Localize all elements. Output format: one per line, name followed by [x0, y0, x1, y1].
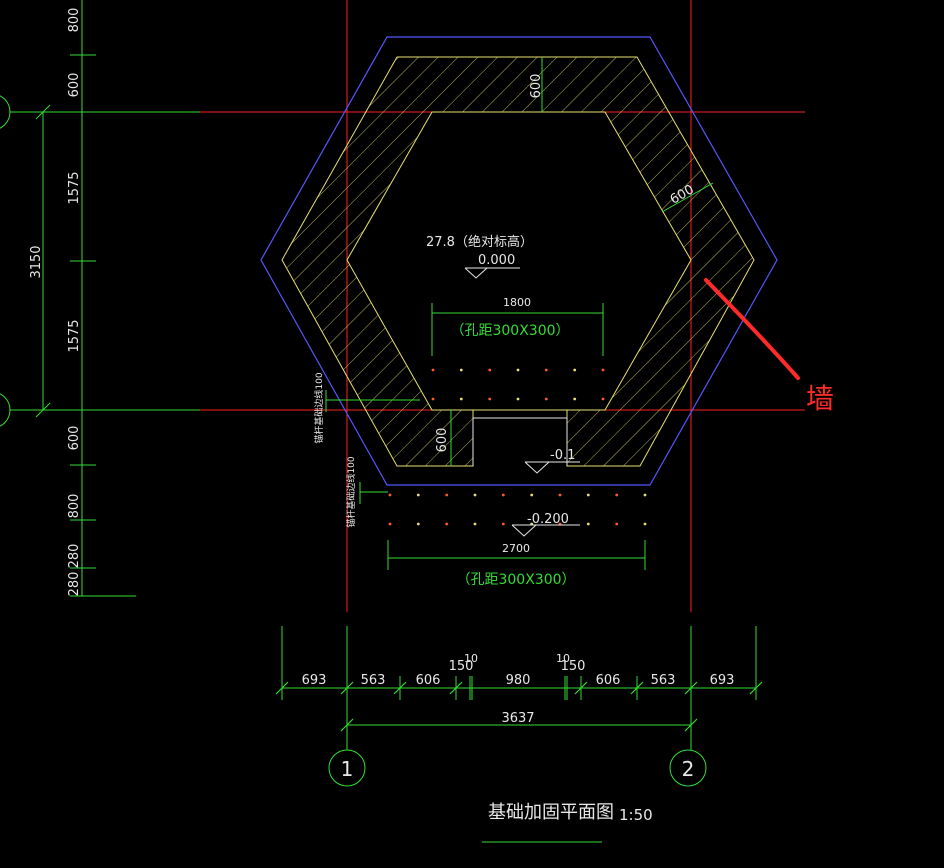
- hole-dim-lower: [387, 540, 646, 570]
- anchor-hole-dot: [643, 522, 647, 526]
- anchor-hole-dot: [501, 522, 505, 526]
- bottom-dim-150-left: 150: [449, 659, 474, 674]
- anchor-hole-dot: [431, 397, 435, 401]
- anchor-hole-dot: [516, 368, 520, 372]
- bottom-dim-total: 3637: [501, 711, 534, 726]
- bottom-dimension-chain: [281, 626, 757, 750]
- bottom-dim-10-right: 10: [556, 652, 570, 665]
- elevation-low: -0.200: [527, 512, 569, 527]
- anchor-hole-dot: [573, 397, 577, 401]
- elevation-mid: -0.1: [550, 448, 575, 463]
- left-dim-800-bottom: 800: [67, 494, 82, 519]
- anchor-hole-dot: [573, 368, 577, 372]
- anchor-holes-upper: [431, 368, 605, 401]
- anchor-hole-dot: [459, 368, 463, 372]
- bottom-dim-150-right: 150: [561, 659, 586, 674]
- anchor-hole-dot: [445, 493, 449, 497]
- anchor-hole-dot: [615, 493, 619, 497]
- hole-width-lower: 2700: [502, 542, 530, 555]
- axis-bubble-1: 1: [328, 749, 366, 787]
- anchor-hole-dot: [431, 368, 435, 372]
- anchor-hole-dot: [459, 397, 463, 401]
- anchor-hole-dot: [601, 397, 605, 401]
- anchor-hole-dot: [388, 522, 392, 526]
- hole-note-upper: （孔距300X300）: [450, 323, 569, 339]
- hole-dim-upper: [431, 303, 604, 356]
- bottom-dim-693-left: 693: [302, 673, 327, 688]
- stem-thickness-label: 600: [435, 428, 450, 453]
- hole-width-upper: 1800: [503, 296, 531, 309]
- anchor-hole-dot: [558, 493, 562, 497]
- bottom-dim-606-right: 606: [596, 673, 621, 688]
- anchor-hole-dot: [488, 397, 492, 401]
- bottom-dim-693-right: 693: [710, 673, 735, 688]
- anchor-hole-dot: [501, 493, 505, 497]
- anchor-hole-dot: [615, 522, 619, 526]
- bottom-dim-563-left: 563: [361, 673, 386, 688]
- bottom-dim-563-right: 563: [651, 673, 676, 688]
- thickness-dims: [450, 57, 714, 466]
- anchor-hole-dot: [488, 368, 492, 372]
- elevation-zero: 0.000: [478, 253, 515, 268]
- anchor-hole-dot: [530, 493, 534, 497]
- anchor-hole-dot: [586, 493, 590, 497]
- anchor-hole-dot: [416, 522, 420, 526]
- left-dim-600-bottom: 600: [67, 426, 82, 451]
- doorway-outline: [472, 417, 568, 466]
- axis-label-1: 1: [341, 757, 354, 781]
- hole-note-lower: （孔距300X300）: [456, 572, 575, 588]
- left-dim-texts: 800 600 1575 1575 600 800 280 280 3150: [29, 8, 82, 597]
- left-axis-bubbles: [0, 95, 11, 427]
- anchor-edge-markers: [325, 390, 420, 504]
- left-dim-280-b: 280: [67, 572, 82, 597]
- anchor-hole-dot: [516, 397, 520, 401]
- left-dim-1575-a: 1575: [67, 171, 82, 204]
- left-dim-total: 3150: [29, 245, 44, 278]
- bottom-dim-texts: 693 563 606 150 10 980 10 150 606 563 69…: [302, 652, 735, 726]
- anchor-holes-lower: [388, 493, 647, 526]
- top-thickness-label: 600: [529, 74, 544, 99]
- anchor-note-1: 锚杆基础边线100: [313, 372, 325, 443]
- drawing-title: 基础加固平面图: [488, 802, 614, 823]
- anchor-hole-dot: [544, 397, 548, 401]
- axis-bubble-2: 2: [669, 749, 707, 787]
- anchor-hole-dot: [601, 368, 605, 372]
- outer-hexagon: [260, 36, 778, 486]
- bottom-dim-ticks: [275, 681, 763, 732]
- wall-annotation-label: 墙: [806, 382, 834, 415]
- left-dim-600-top: 600: [67, 73, 82, 98]
- left-dim-1575-b: 1575: [67, 319, 82, 352]
- bottom-dim-980: 980: [506, 673, 531, 688]
- left-dimension-chain: [10, 0, 200, 597]
- anchor-hole-dot: [445, 522, 449, 526]
- wall-annotation-stroke: [704, 278, 800, 380]
- anchor-hole-dot: [473, 493, 477, 497]
- wall-hatched-ring: [281, 56, 755, 467]
- anchor-hole-dot: [544, 368, 548, 372]
- elevation-note: 27.8（绝对标高）: [426, 234, 533, 250]
- anchor-note-2: 锚杆基础边线100: [345, 456, 357, 527]
- left-dim-280-a: 280: [67, 544, 82, 569]
- axis-label-2: 2: [682, 757, 695, 781]
- left-dim-800-top: 800: [67, 8, 82, 33]
- bottom-dim-606-left: 606: [416, 673, 441, 688]
- drawing-scale: 1:50: [619, 806, 653, 824]
- bottom-dim-10-left: 10: [464, 652, 478, 665]
- anchor-hole-dot: [388, 493, 392, 497]
- anchor-hole-dot: [586, 522, 590, 526]
- anchor-hole-dot: [473, 522, 477, 526]
- anchor-hole-dot: [416, 493, 420, 497]
- elevation-markers: [464, 267, 580, 537]
- anchor-hole-dot: [643, 493, 647, 497]
